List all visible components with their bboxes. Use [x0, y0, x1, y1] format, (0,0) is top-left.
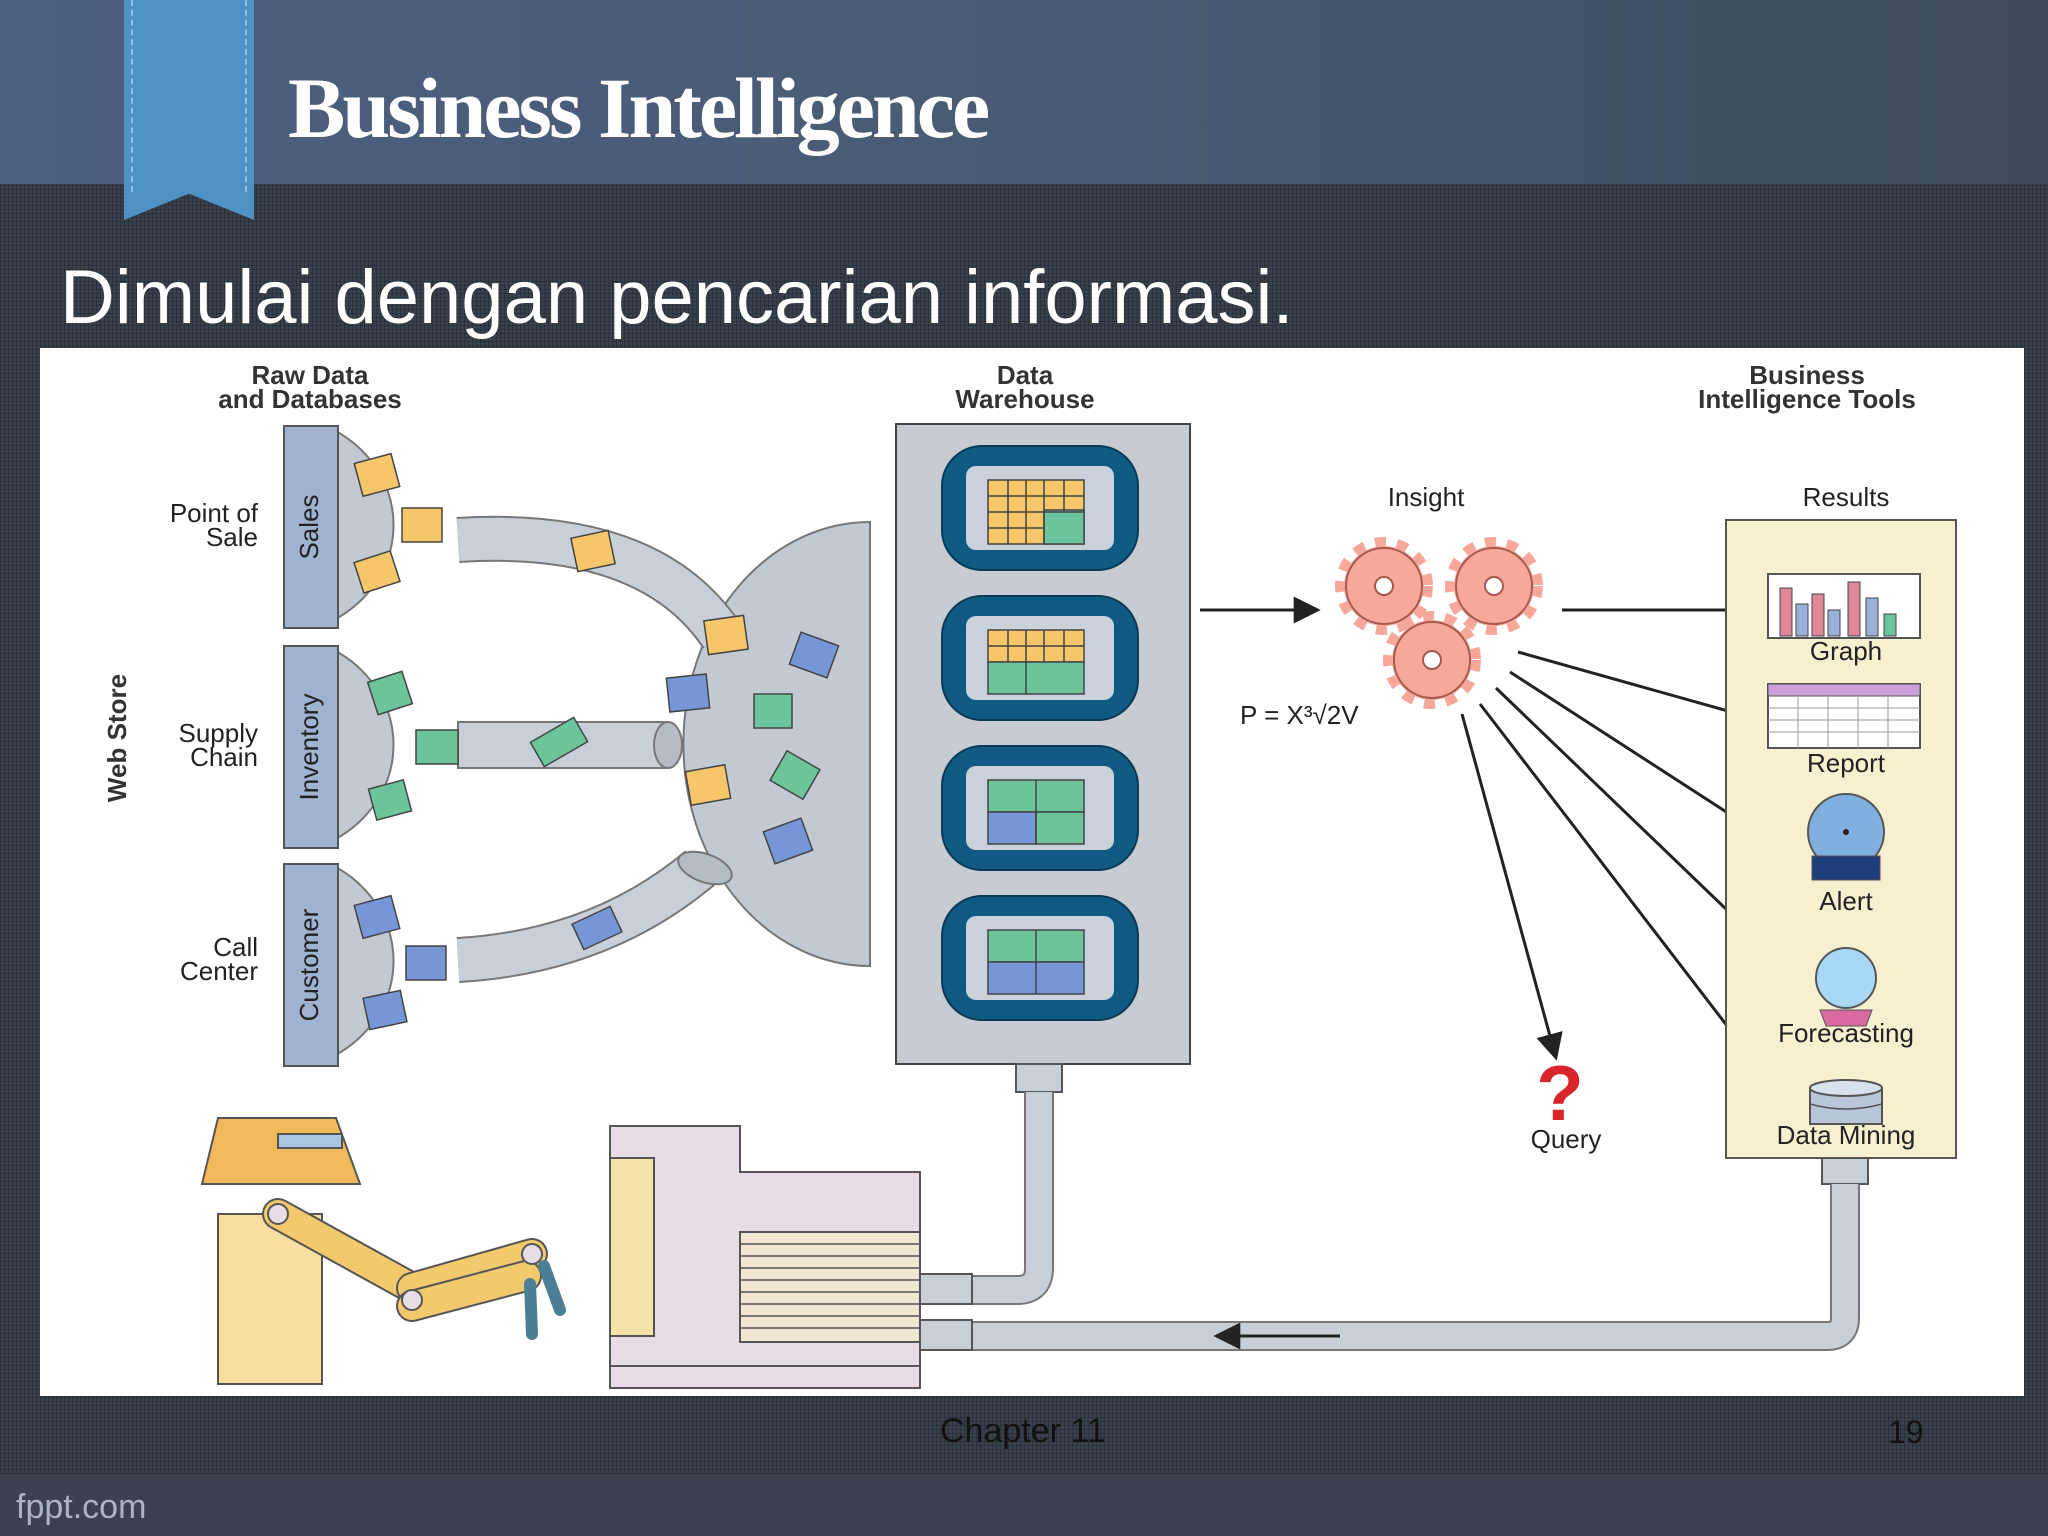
- source-label-supply: Supply: [179, 718, 259, 748]
- slide-subtitle: Dimulai dengan pencarian informasi.: [60, 255, 1294, 340]
- db-label-customer: Customer: [294, 908, 324, 1021]
- slide-footer-bar: [0, 1474, 2048, 1536]
- page-number: 19: [1888, 1414, 1924, 1450]
- insight-label: Insight: [1388, 482, 1465, 512]
- db-bar-customer: [283, 863, 339, 1067]
- pipe-results-machine: [970, 1184, 1860, 1351]
- warehouse-title-2: Warehouse: [955, 384, 1094, 414]
- robot-arm: [200, 1117, 566, 1385]
- source-label-call-2: Center: [180, 956, 258, 986]
- result-forecasting: Forecasting: [1778, 1018, 1914, 1048]
- result-graph: Graph: [1810, 636, 1882, 666]
- brand-watermark: fppt.com: [16, 1488, 147, 1526]
- source-label-pos-2: Sale: [206, 522, 258, 552]
- data-cubes: [353, 452, 840, 1031]
- alert-bell-icon: [1807, 793, 1885, 881]
- query-label: Query: [1531, 1124, 1602, 1154]
- bookmark-ribbon-icon: [124, 0, 254, 220]
- crystal-ball-icon: [1815, 947, 1877, 1027]
- source-label-call: Call: [213, 932, 258, 962]
- database-icon: [1809, 1079, 1883, 1125]
- result-alert: Alert: [1819, 886, 1873, 916]
- db-bar-inventory: [283, 645, 339, 849]
- report-icon: [1767, 683, 1921, 749]
- source-label-supply-2: Chain: [190, 742, 258, 772]
- db-bar-sales: [283, 425, 339, 629]
- bi-diagram: Raw Data and Databases Data Warehouse Bu…: [40, 348, 2024, 1396]
- result-data-mining: Data Mining: [1777, 1120, 1916, 1150]
- source-label-pos: Point of: [170, 498, 259, 528]
- warehouse-title: Data: [997, 360, 1054, 390]
- gear-icon: [1335, 537, 1543, 709]
- printer-machine: [609, 1125, 973, 1389]
- dome-customer: [333, 864, 395, 1058]
- raw-data-title-2: and Databases: [218, 384, 402, 414]
- result-report: Report: [1807, 748, 1886, 778]
- bi-tools-title-2: Intelligence Tools: [1698, 384, 1916, 414]
- raw-data-title: Raw Data: [251, 360, 369, 390]
- graph-icon: [1767, 573, 1921, 639]
- footer-chapter: Chapter 11: [940, 1412, 1106, 1450]
- results-title: Results: [1803, 482, 1890, 512]
- web-store-label: Web Store: [102, 674, 132, 802]
- slide-title: Business Intelligence: [288, 60, 990, 156]
- slide-header: [0, 0, 2048, 184]
- question-mark-icon: ?: [1536, 1049, 1584, 1137]
- bi-tools-title: Business: [1749, 360, 1865, 390]
- db-label-sales: Sales: [294, 494, 324, 559]
- formula-label: P = X³√2V: [1240, 700, 1359, 730]
- db-label-inventory: Inventory: [294, 694, 324, 801]
